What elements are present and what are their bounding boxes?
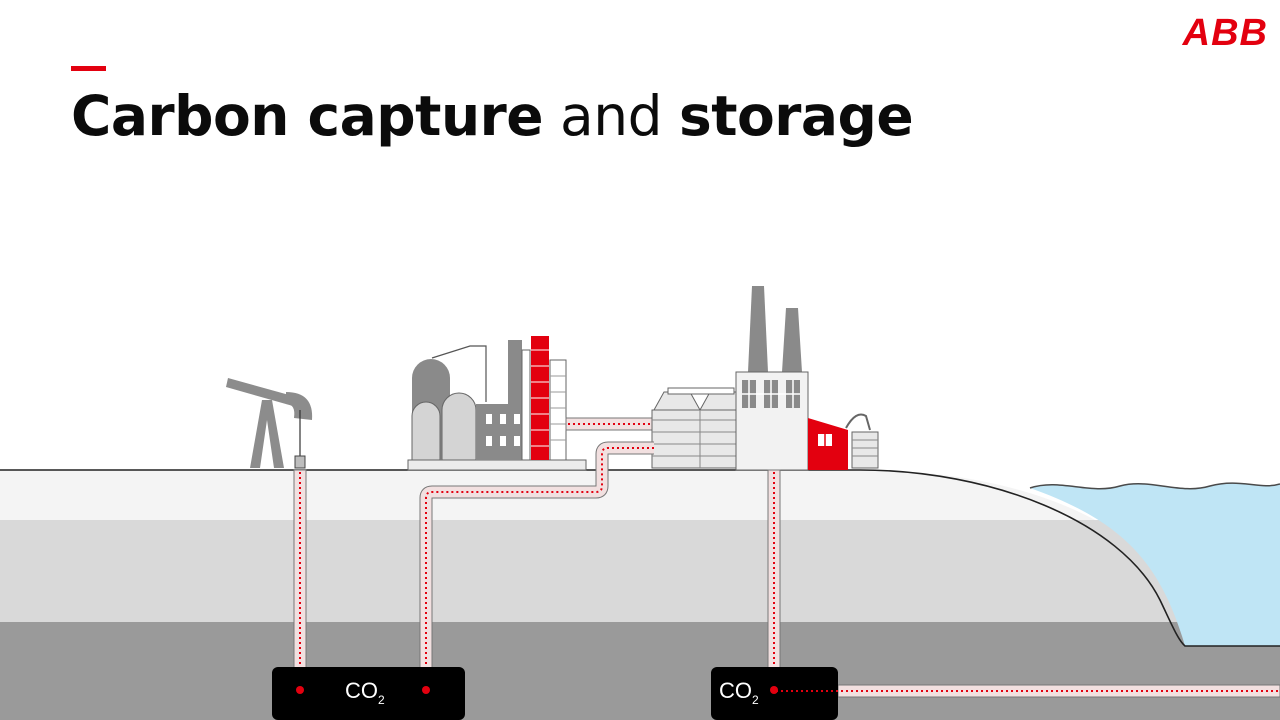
- pipe-offshore-horizontal: [776, 684, 1280, 698]
- title-part-storage: storage: [678, 84, 914, 148]
- title-accent-bar: [71, 66, 106, 71]
- co2-label-left: CO2: [345, 678, 385, 707]
- pipe-pumpjack-well: [293, 469, 307, 694]
- title-part-and: and: [543, 84, 679, 148]
- rock-layer-deep: [0, 622, 1280, 720]
- sea-surface-line: [1029, 482, 1280, 490]
- coastline-outline: [0, 469, 1280, 647]
- refinery-icon: [407, 336, 587, 471]
- title-part-carbon-capture: Carbon capture: [71, 84, 544, 148]
- pumpjack-icon: [226, 378, 313, 469]
- storage-tanks-icon: [651, 387, 749, 469]
- abb-logo: ABB: [1182, 12, 1268, 54]
- factory-icon: [735, 286, 879, 471]
- co2-reservoir-left: [272, 667, 465, 720]
- pipe-refinery-to-tanks: [565, 417, 657, 431]
- co2-label-right: CO2: [719, 678, 759, 707]
- page-title: Carbon capture and storage: [71, 80, 914, 152]
- pipe-factory-to-reservoir: [767, 469, 781, 694]
- sea-water: [1030, 483, 1280, 646]
- rock-layer-middle: [0, 520, 1280, 625]
